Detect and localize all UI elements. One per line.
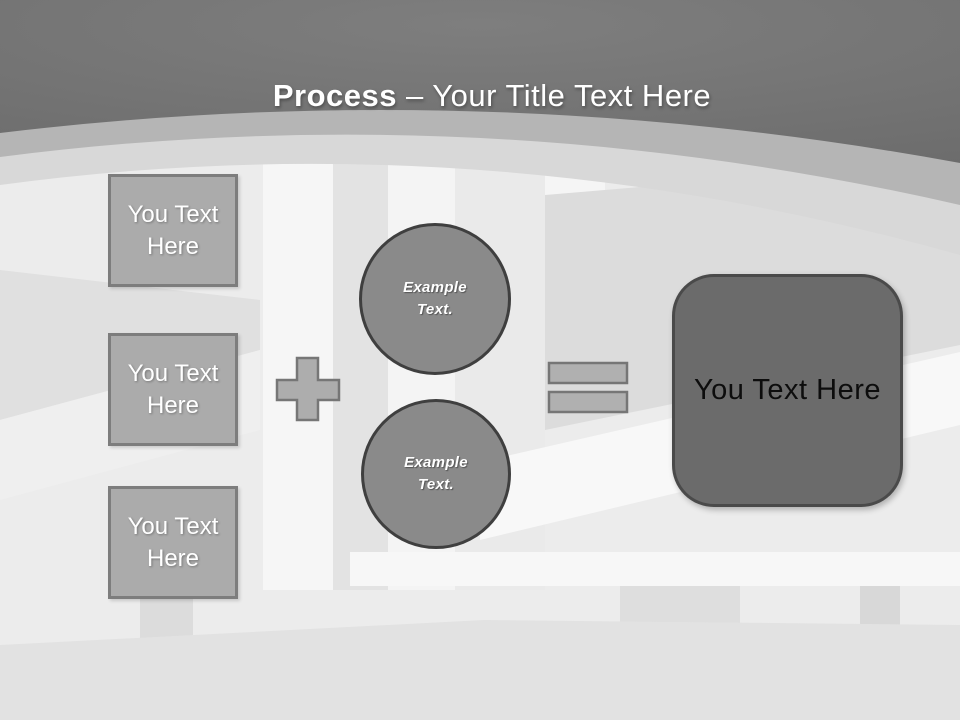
equals-icon bbox=[547, 361, 629, 414]
example-circle-1[interactable]: Example Text. bbox=[359, 223, 511, 375]
plus-icon bbox=[275, 356, 341, 422]
input-box-3-label: You Text Here bbox=[127, 512, 219, 572]
input-box-2-label: You Text Here bbox=[127, 359, 219, 419]
example-circle-1-label: Example Text. bbox=[403, 279, 467, 318]
result-box-label: You Text Here bbox=[693, 374, 882, 406]
input-box-2[interactable]: You Text Here bbox=[108, 333, 238, 446]
result-box[interactable]: You Text Here bbox=[672, 274, 903, 507]
input-box-3[interactable]: You Text Here bbox=[108, 486, 238, 599]
example-circle-2[interactable]: Example Text. bbox=[361, 399, 511, 549]
input-box-1-label: You Text Here bbox=[127, 200, 219, 260]
slide-title[interactable]: Process– Your Title Text Here bbox=[0, 21, 960, 114]
slide-title-text: – Your Title Text Here bbox=[406, 77, 712, 113]
input-box-1[interactable]: You Text Here bbox=[108, 174, 238, 287]
slide-title-keyword: Process bbox=[272, 77, 398, 113]
example-circle-2-label: Example Text. bbox=[404, 454, 468, 493]
